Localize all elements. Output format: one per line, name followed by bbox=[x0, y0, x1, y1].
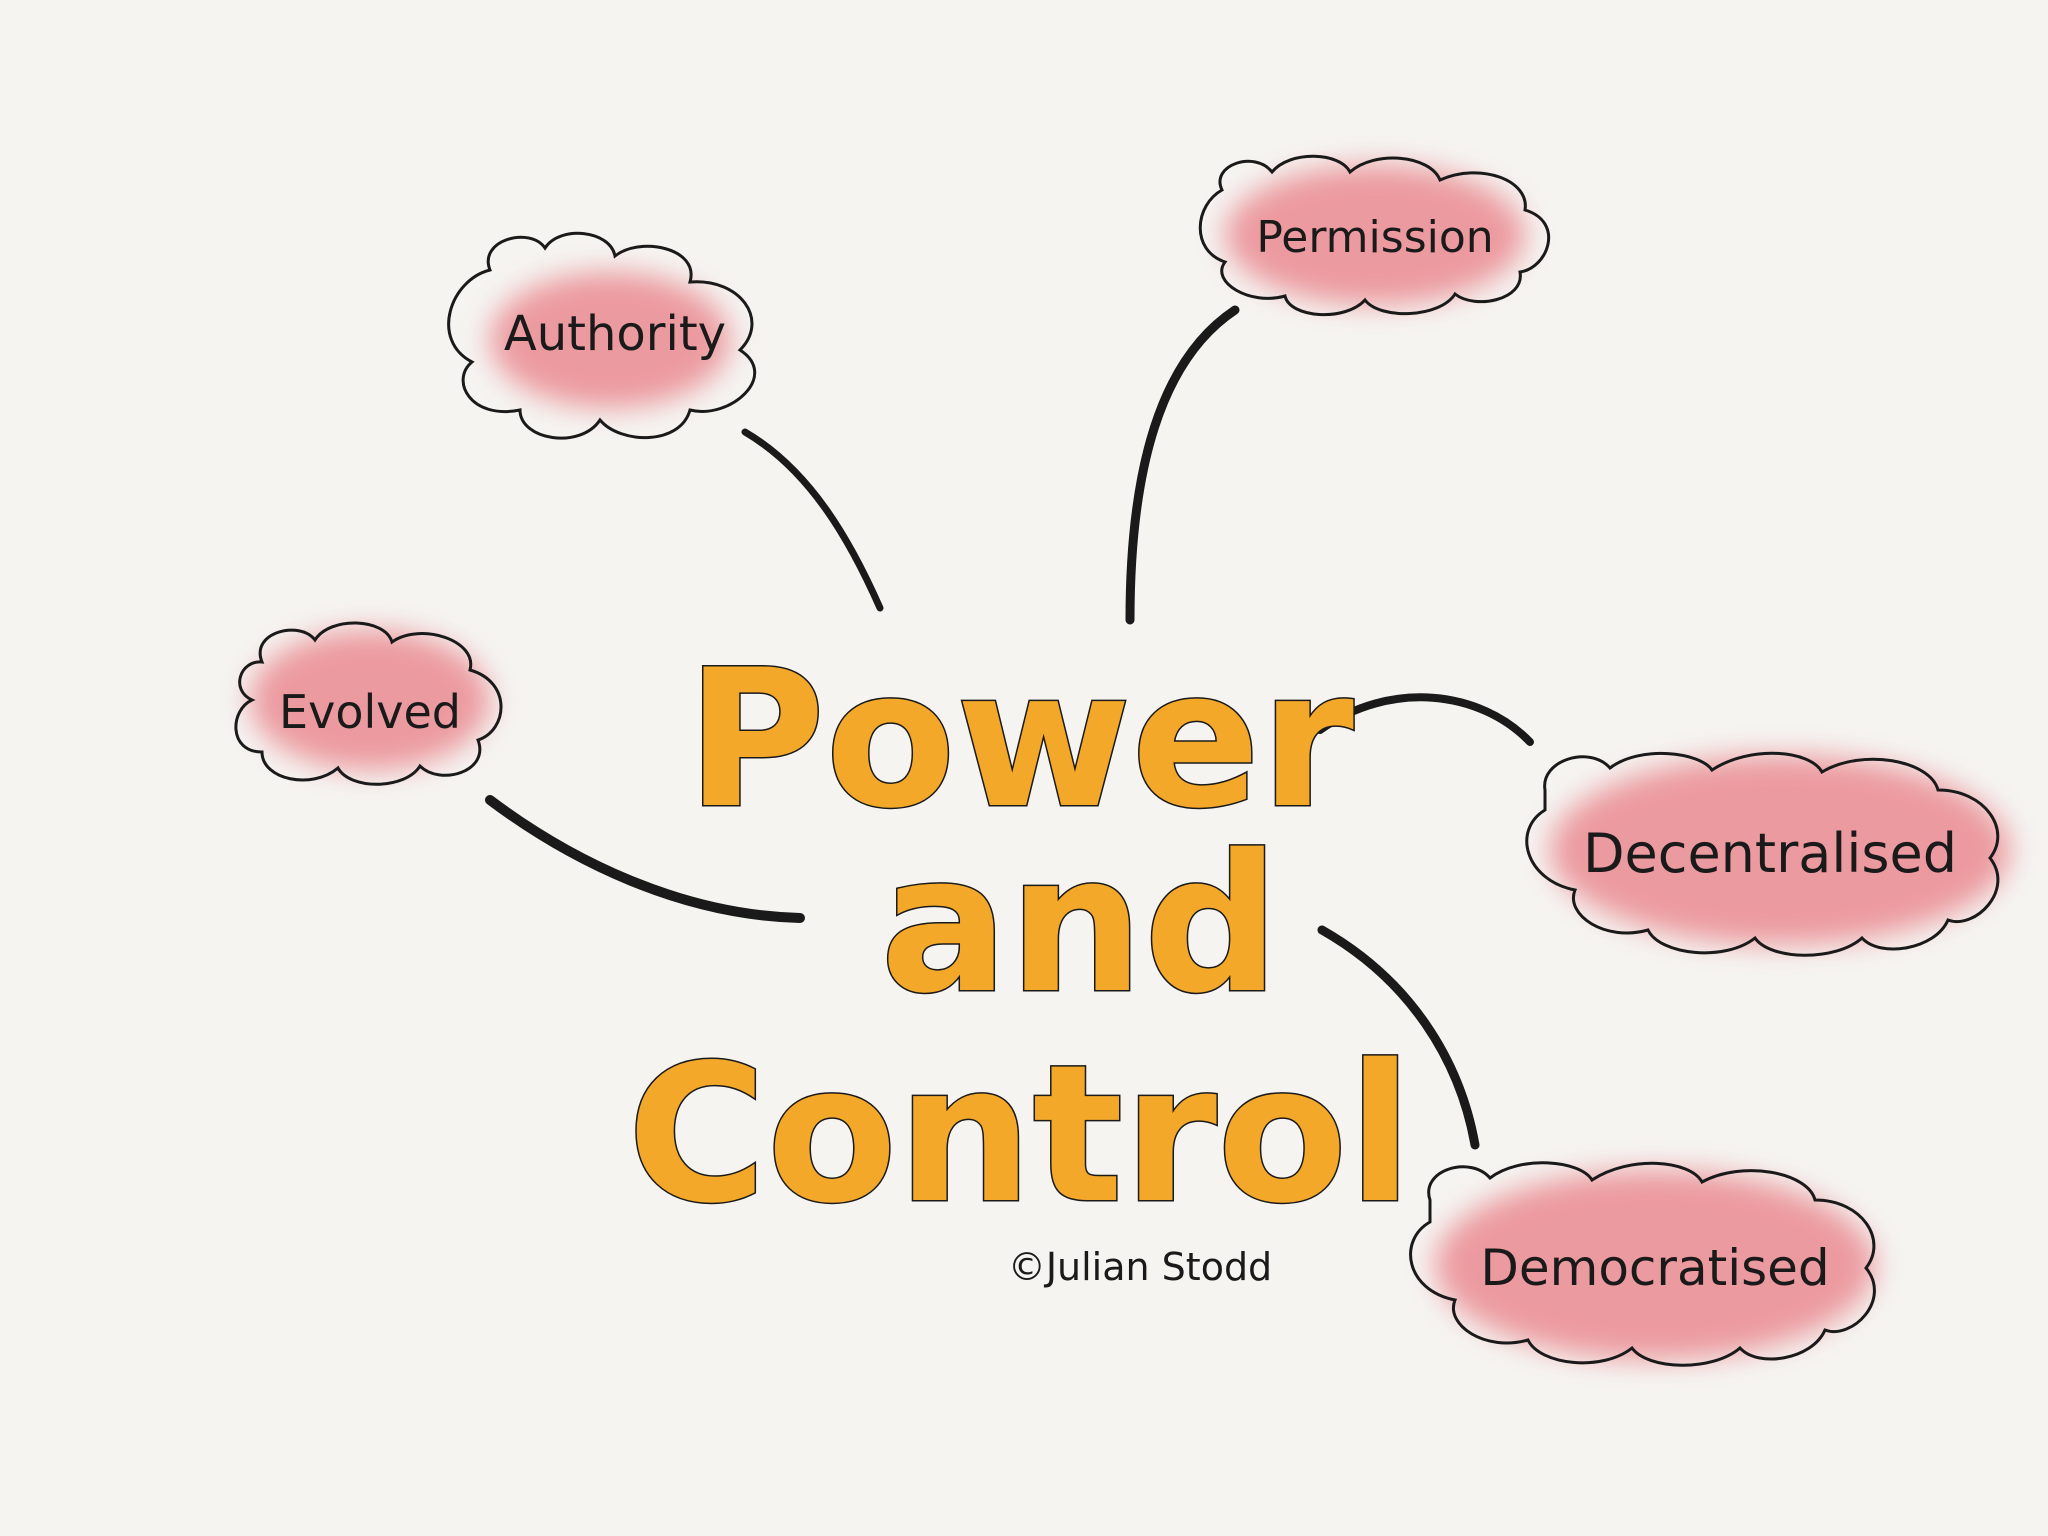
cloud-label: Evolved bbox=[279, 685, 461, 739]
cloud-decentralised[interactable]: Decentralised bbox=[1525, 751, 2010, 957]
cloud-authority[interactable]: Authority bbox=[447, 231, 757, 440]
cloud-label: Decentralised bbox=[1583, 822, 1957, 885]
central-topic: Power and Control bbox=[626, 628, 1414, 1247]
cloud-wash bbox=[250, 630, 490, 770]
cloud-outline bbox=[447, 231, 757, 440]
connector-evolved bbox=[485, 795, 805, 923]
cloud-outline bbox=[1525, 751, 2000, 957]
cloud-wash bbox=[490, 272, 730, 408]
cloud-label: Permission bbox=[1256, 212, 1493, 263]
connector-authority bbox=[741, 428, 884, 612]
cloud-wash bbox=[1225, 165, 1525, 305]
connector-permission bbox=[1125, 305, 1240, 625]
central-title-line-3: Control bbox=[627, 1024, 1412, 1245]
central-title-line-2: and bbox=[880, 814, 1279, 1035]
connector-democratised bbox=[1317, 925, 1480, 1150]
cloud-outline bbox=[1198, 154, 1551, 317]
cloud-wash bbox=[1435, 1170, 1875, 1360]
cloud-evolved[interactable]: Evolved bbox=[234, 621, 503, 786]
cloud-outline bbox=[234, 621, 503, 786]
cloud-wash bbox=[1550, 755, 2010, 945]
cloud-outline bbox=[1409, 1161, 1876, 1367]
connectors bbox=[485, 305, 1534, 1150]
central-title-line-1: Power bbox=[686, 629, 1354, 850]
cloud-label: Democratised bbox=[1480, 1239, 1829, 1297]
cloud-label: Authority bbox=[504, 306, 726, 362]
cloud-permission[interactable]: Permission bbox=[1198, 154, 1551, 317]
cloud-democratised[interactable]: Democratised bbox=[1409, 1161, 1876, 1367]
copyright-credit: ©Julian Stodd bbox=[1008, 1245, 1272, 1289]
connector-decentralised bbox=[1316, 693, 1534, 746]
